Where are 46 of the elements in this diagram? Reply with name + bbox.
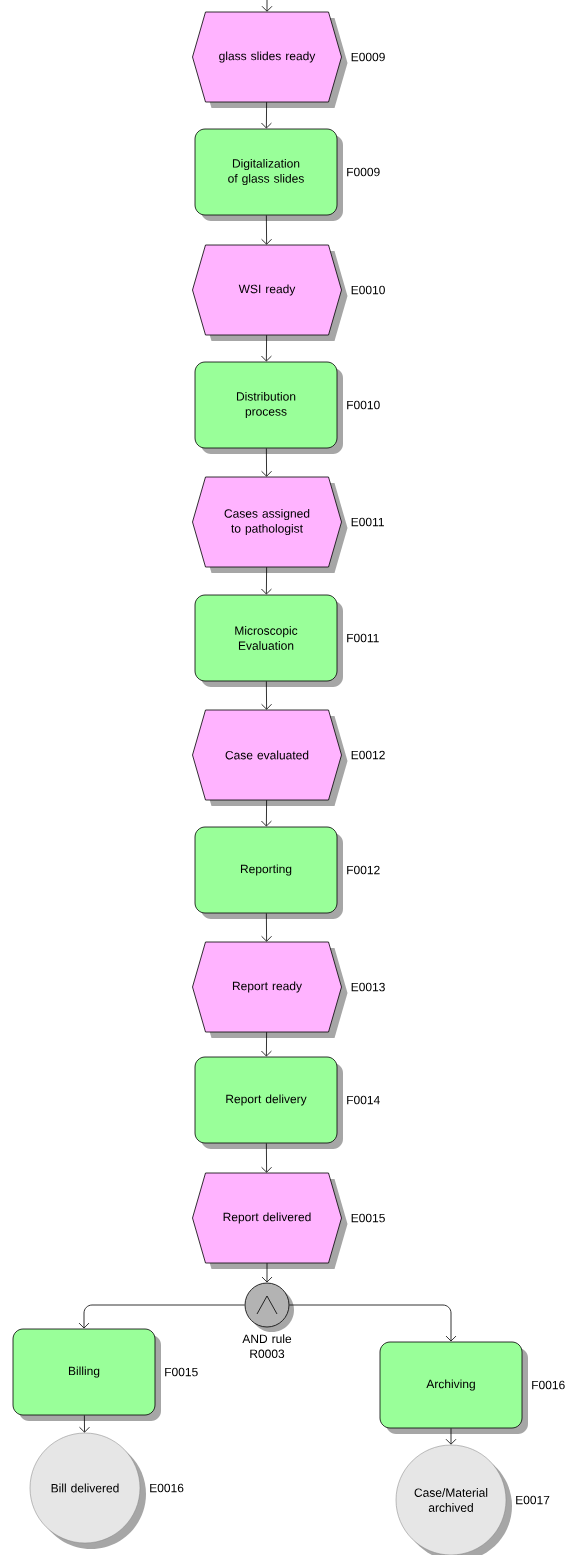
function-box: Distribution process xyxy=(194,361,343,454)
function-box: Reporting xyxy=(194,826,343,919)
function-box: Archiving xyxy=(379,1341,528,1434)
arrow xyxy=(79,1415,90,1433)
and-connector xyxy=(244,1282,294,1332)
id-label: E0010 xyxy=(351,285,385,295)
event-hexagon: WSI ready xyxy=(192,244,348,341)
function-box: Digitalization of glass slides xyxy=(194,128,343,221)
arrow xyxy=(261,913,272,942)
arrow xyxy=(261,215,272,245)
arrow xyxy=(261,681,272,710)
id-label: F0015 xyxy=(165,1367,198,1377)
arrow xyxy=(261,1262,273,1283)
event-hexagon: Report ready xyxy=(192,941,348,1038)
arrow xyxy=(261,334,272,362)
id-label: E0015 xyxy=(351,1213,385,1223)
id-label: F0012 xyxy=(347,865,380,875)
function-box: Billing xyxy=(12,1328,161,1421)
id-label: F0014 xyxy=(347,1095,380,1105)
function-box: Microscopic Evaluation xyxy=(194,594,343,687)
rule-label: AND rule R0003 xyxy=(242,1334,292,1358)
arrow xyxy=(261,0,273,12)
id-label: E0009 xyxy=(351,52,385,62)
id-label: F0011 xyxy=(347,633,379,643)
id-label: E0011 xyxy=(351,517,384,527)
arrow xyxy=(78,1304,245,1329)
arrow xyxy=(261,101,272,129)
function-box: Report delivery xyxy=(194,1056,343,1149)
event-hexagon: Report delivered xyxy=(192,1172,348,1269)
id-label: F0016 xyxy=(532,1380,565,1390)
id-label: E0013 xyxy=(351,982,385,992)
id-label: E0017 xyxy=(516,1495,550,1505)
event-hexagon: glass slides ready xyxy=(192,11,348,108)
arrow xyxy=(289,1304,457,1342)
event-hexagon: Cases assigned to pathologist xyxy=(192,476,348,573)
arrow xyxy=(445,1428,457,1445)
arrow xyxy=(261,1143,272,1173)
arrow xyxy=(261,448,272,477)
arrow xyxy=(261,566,272,595)
arrow xyxy=(261,1031,272,1057)
id-label: F0010 xyxy=(347,400,380,410)
id-label: E0012 xyxy=(351,750,385,760)
id-label: E0016 xyxy=(150,1483,184,1493)
event-hexagon: Case evaluated xyxy=(192,709,348,806)
arrow xyxy=(261,799,272,827)
id-label: F0009 xyxy=(347,167,380,177)
